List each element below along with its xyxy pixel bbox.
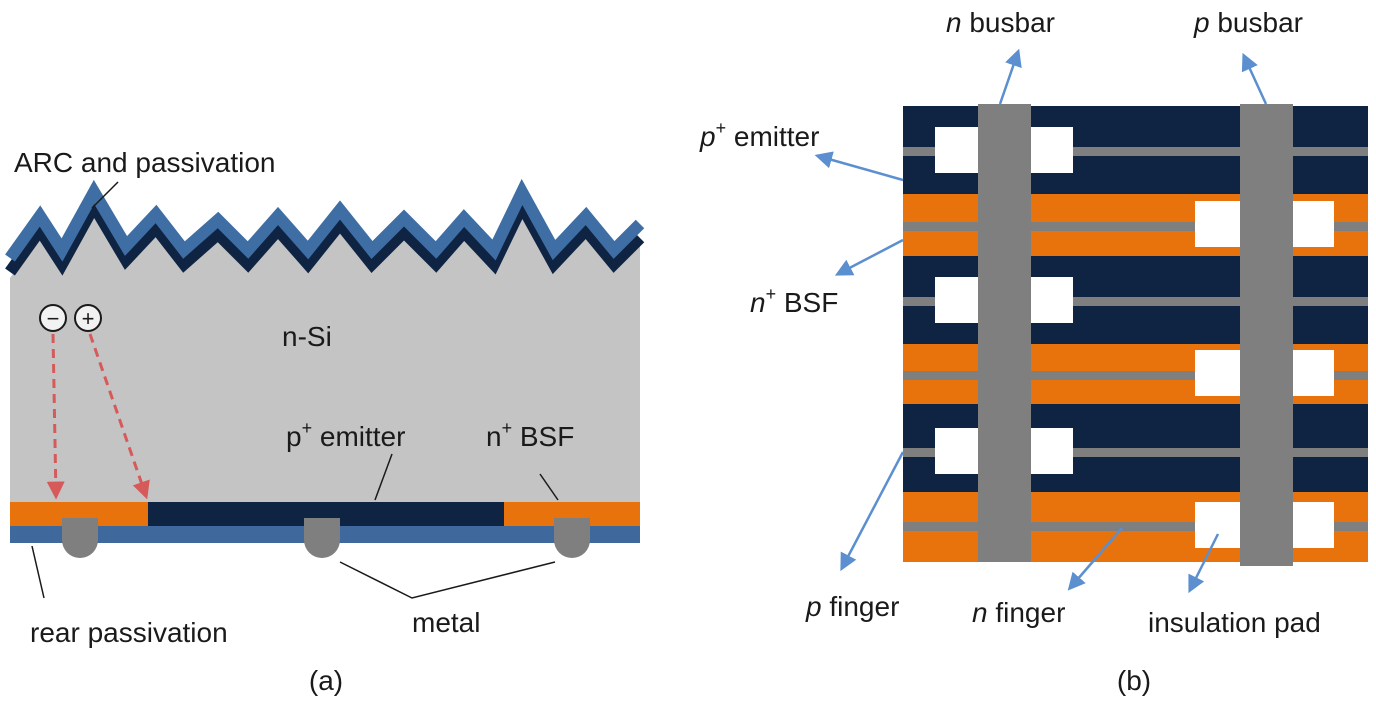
p-finger-1 <box>903 147 1368 156</box>
n-busbar <box>978 104 1031 562</box>
insulation-arrow <box>1188 533 1220 594</box>
hole-circle <box>74 304 102 332</box>
insulation-pad <box>1293 502 1334 548</box>
bsf-leader <box>539 473 559 501</box>
nsi-bulk <box>10 212 640 502</box>
arc-light-layer <box>5 178 645 262</box>
p-busbar-arrow <box>1241 52 1268 105</box>
rear-leader <box>31 545 45 599</box>
metal-contact-3 <box>554 518 590 558</box>
n-finger-1 <box>903 222 1368 231</box>
metal-contact-1 <box>62 518 98 558</box>
n-busbar-label: n busbar <box>946 7 1055 38</box>
panel-b: n busbar p busbar p+ emitter n+ BSF p fi… <box>699 7 1368 696</box>
p-busbar <box>1240 104 1293 566</box>
emitter-label-a: p+ emitter <box>286 418 405 452</box>
metal-label: metal <box>412 607 480 638</box>
n-finger-2 <box>903 371 1368 380</box>
hole-symbol: + <box>82 306 95 331</box>
metal-contact-2 <box>304 518 340 558</box>
p-finger-3 <box>903 448 1368 457</box>
emitter-arrow <box>814 151 904 182</box>
electron-symbol: − <box>47 306 60 331</box>
arc-dark-layer <box>5 192 645 276</box>
nsi-label: n-Si <box>282 321 332 352</box>
insulation-pad <box>1031 428 1073 474</box>
insulation-pad <box>1195 502 1240 548</box>
insulation-pad <box>935 127 978 173</box>
panel-a: − + ARC and passivation n-Si p+ emitter … <box>5 147 645 696</box>
insulation-pad <box>935 277 978 323</box>
arc-label: ARC and passivation <box>14 147 275 178</box>
electron-circle <box>39 304 67 332</box>
n-finger-3 <box>903 522 1368 531</box>
n-finger-label: n finger <box>972 597 1065 628</box>
insulation-pad-label: insulation pad <box>1148 607 1321 638</box>
p-finger-arrow <box>840 451 905 572</box>
emitter-label-b: p+ emitter <box>699 118 819 152</box>
bsf-label-b: n+ BSF <box>750 284 838 318</box>
metal-leader <box>339 561 556 599</box>
insulation-pad <box>1293 350 1334 396</box>
n-finger-arrow <box>1067 527 1123 591</box>
p-finger-label: p finger <box>805 591 899 622</box>
insulation-pad <box>1031 277 1073 323</box>
p-busbar-label: p busbar <box>1193 7 1303 38</box>
insulation-pad <box>935 428 978 474</box>
bsf-label-a: n+ BSF <box>486 418 574 452</box>
insulation-pad <box>1195 201 1240 247</box>
panel-a-caption: (a) <box>309 665 343 696</box>
insulation-pad <box>1031 127 1073 173</box>
electron-path-arrow <box>46 333 65 500</box>
n-busbar-arrow <box>998 48 1022 105</box>
insulation-pad <box>1293 201 1334 247</box>
hole-path-arrow <box>88 333 150 500</box>
panel-b-caption: (b) <box>1117 665 1151 696</box>
emitter-leader <box>374 453 393 501</box>
arc-leader <box>91 181 119 209</box>
rear-passivation-label: rear passivation <box>30 617 228 648</box>
insulation-pad <box>1195 350 1240 396</box>
bsf-arrow <box>834 238 904 276</box>
p-finger-2 <box>903 297 1368 306</box>
